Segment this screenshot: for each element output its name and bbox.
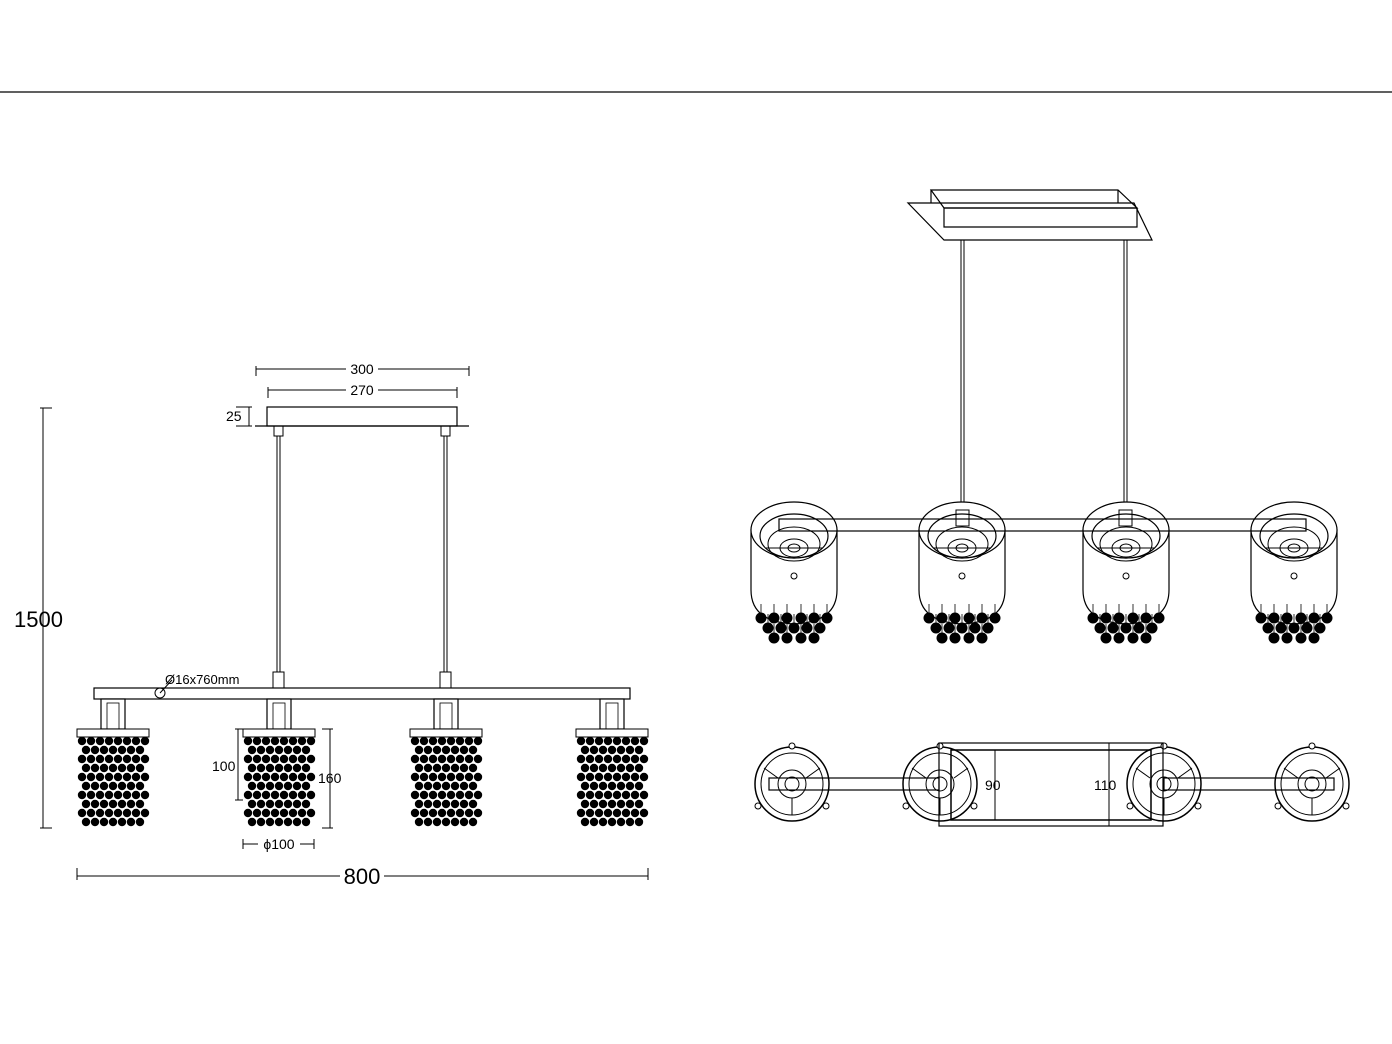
- label-300: 300: [350, 361, 374, 377]
- label-110: 110: [1094, 777, 1117, 793]
- label-800: 800: [344, 864, 381, 889]
- top-shade: [754, 742, 830, 822]
- perspective-shade: [918, 501, 1006, 644]
- front-shade: [409, 698, 483, 827]
- front-view: 300 270 25: [14, 361, 649, 889]
- label-270: 270: [350, 382, 374, 398]
- dim-total-height: 1500: [14, 407, 63, 829]
- perspective-shades: [750, 501, 1338, 644]
- front-shade: [76, 698, 150, 827]
- label-1500: 1500: [14, 607, 63, 632]
- suspension-cables: [272, 425, 452, 689]
- label-25: 25: [226, 408, 242, 424]
- perspective-shade: [1250, 501, 1338, 644]
- label-100: 100: [212, 758, 236, 774]
- dim-mount-outer: 300: [255, 361, 470, 377]
- dim-mount-height: 25: [226, 406, 252, 427]
- ceiling-mount: [266, 406, 458, 427]
- top-shade: [902, 742, 978, 822]
- dim-shade-diameter: ϕ100: [242, 836, 315, 852]
- dim-shade-heights: 100 160: [212, 728, 342, 829]
- perspective-view: [750, 189, 1338, 644]
- label-diameter: ϕ100: [263, 836, 294, 852]
- label-bar-spec: Ø16x760mm: [165, 672, 239, 687]
- front-shade: [575, 698, 649, 827]
- top-shade: [1274, 742, 1350, 822]
- top-view: 90 110: [754, 742, 1350, 827]
- top-shades: [754, 742, 1350, 822]
- front-shades: [76, 698, 649, 827]
- label-90: 90: [985, 777, 1001, 793]
- perspective-shade: [750, 501, 838, 644]
- perspective-shade: [1082, 501, 1170, 644]
- light-bar: [93, 687, 631, 700]
- dim-mount-inner: 270: [267, 382, 458, 398]
- label-160: 160: [318, 770, 342, 786]
- front-shade: [242, 698, 316, 827]
- canopy-top: [938, 742, 1164, 827]
- dim-total-width: 800: [76, 864, 649, 889]
